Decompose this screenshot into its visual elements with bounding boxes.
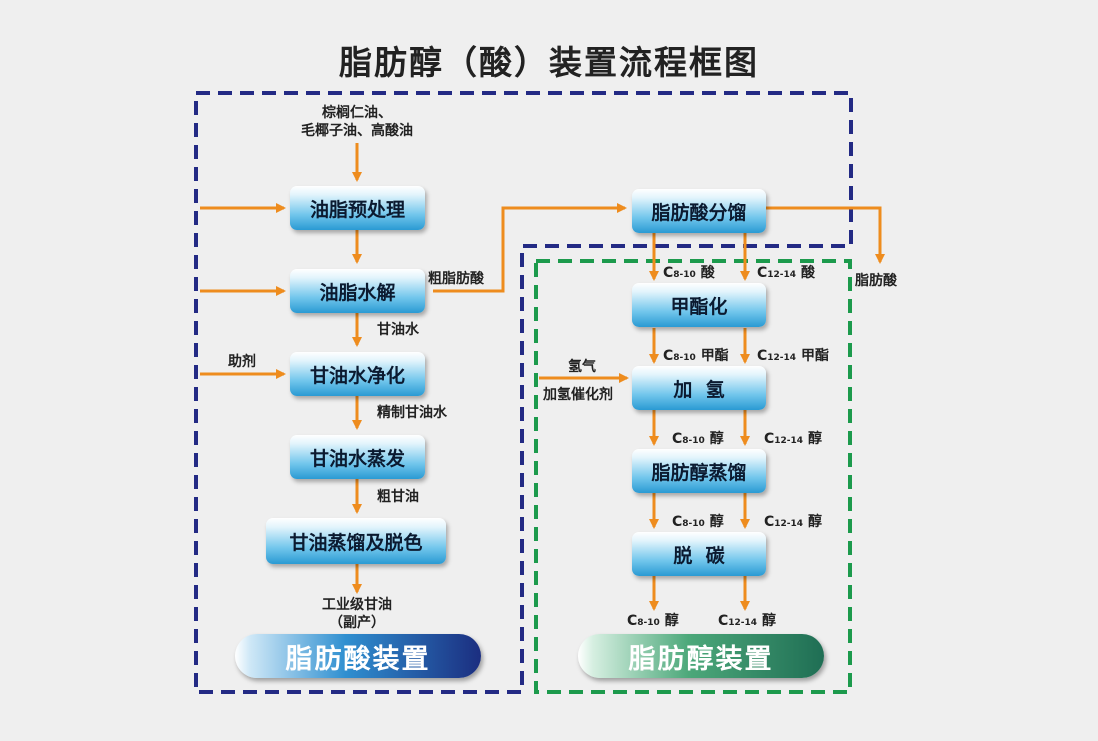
label-crude-glycerin: 粗甘油 [377, 489, 419, 505]
c8-prefix: C [627, 613, 638, 629]
step-pretreatment: 油脂预处理 [290, 186, 425, 230]
step-fractionation: 脂肪酸分馏 [632, 189, 766, 233]
alcohol-plant-badge: 脂肪醇装置 [578, 634, 824, 678]
label-additive: 助剂 [228, 354, 256, 370]
c12-prefix: C [764, 514, 775, 530]
alcohol-plant-frame [534, 259, 852, 694]
acid-text: 酸 [700, 265, 715, 281]
label-refined-sweet-water: 精制甘油水 [377, 405, 447, 421]
c12-sub: 12-14 [774, 436, 804, 446]
alcohol-text: 醇 [807, 431, 822, 447]
label-c8-acid: C8-10 酸 [663, 264, 715, 284]
alcohol-text: 醇 [807, 514, 822, 530]
label-crude-fatty-acid: 粗脂肪酸 [428, 271, 484, 287]
diagram-title: 脂肪醇（酸）装置流程框图 [339, 43, 759, 82]
c12-prefix: C [764, 431, 775, 447]
acid-text: 酸 [800, 265, 815, 281]
alcohol-text: 醇 [761, 613, 776, 629]
label-hydrogen: 氢气 [568, 359, 596, 375]
c12-prefix: C [757, 348, 768, 364]
feed-line-1: 棕榈仁油、 [322, 105, 392, 121]
c8-sub: 8-10 [682, 519, 705, 529]
ester-text: 甲酯 [800, 348, 829, 364]
feed-label: 棕榈仁油、 毛椰子油、高酸油 [297, 104, 417, 140]
step-purification: 甘油水净化 [290, 352, 425, 396]
c8-prefix: C [672, 514, 683, 530]
arrow-fractionation-to-fatty-acid [766, 206, 885, 264]
label-industrial-glycerin-text: 工业级甘油 [322, 597, 392, 613]
c8-prefix: C [663, 265, 674, 281]
label-catalyst: 加氢催化剂 [543, 387, 613, 403]
step-decarbonization: 脱 碳 [632, 532, 766, 576]
c12-sub: 12-14 [774, 519, 804, 529]
c12-prefix: C [718, 613, 729, 629]
c12-prefix: C [757, 265, 768, 281]
label-c8-alcohol-1: C8-10 醇 [672, 430, 724, 450]
c8-sub: 8-10 [682, 436, 705, 446]
label-c8-alcohol-product: C8-10 醇 [627, 612, 679, 632]
label-fatty-acid: 脂肪酸 [855, 273, 897, 289]
label-c12-alcohol-product: C12-14 醇 [718, 612, 776, 632]
c8-sub: 8-10 [673, 270, 696, 280]
alcohol-text: 醇 [709, 431, 724, 447]
step-hydrolysis: 油脂水解 [290, 269, 425, 313]
feed-line-2: 毛椰子油、高酸油 [301, 123, 413, 139]
label-byproduct-text: （副产） [329, 615, 385, 631]
label-c8-alcohol-2: C8-10 醇 [672, 513, 724, 533]
acid-plant-badge: 脂肪酸装置 [235, 634, 481, 678]
step-distill-bleach: 甘油蒸馏及脱色 [266, 518, 446, 564]
c8-sub: 8-10 [637, 618, 660, 628]
alcohol-text: 醇 [664, 613, 679, 629]
ester-text: 甲酯 [700, 348, 729, 364]
c8-sub: 8-10 [673, 353, 696, 363]
step-alcohol-distillation: 脂肪醇蒸馏 [632, 449, 766, 493]
label-sweet-water: 甘油水 [377, 322, 419, 338]
c8-prefix: C [663, 348, 674, 364]
label-c8-ester: C8-10 甲酯 [663, 347, 729, 367]
step-esterification: 甲酯化 [632, 283, 766, 327]
c8-prefix: C [672, 431, 683, 447]
label-industrial-glycerin: 工业级甘油 （副产） [302, 596, 412, 632]
alcohol-text: 醇 [709, 514, 724, 530]
label-c12-ester: C12-14 甲酯 [757, 347, 829, 367]
c12-sub: 12-14 [767, 270, 797, 280]
label-c12-alcohol-1: C12-14 醇 [764, 430, 822, 450]
step-hydrogenation: 加 氢 [632, 366, 766, 410]
c12-sub: 12-14 [767, 353, 797, 363]
c12-sub: 12-14 [728, 618, 758, 628]
label-c12-alcohol-2: C12-14 醇 [764, 513, 822, 533]
step-evaporation: 甘油水蒸发 [290, 435, 425, 479]
label-c12-acid: C12-14 酸 [757, 264, 815, 284]
arrow-hydrolysis-to-fractionation [433, 203, 627, 293]
